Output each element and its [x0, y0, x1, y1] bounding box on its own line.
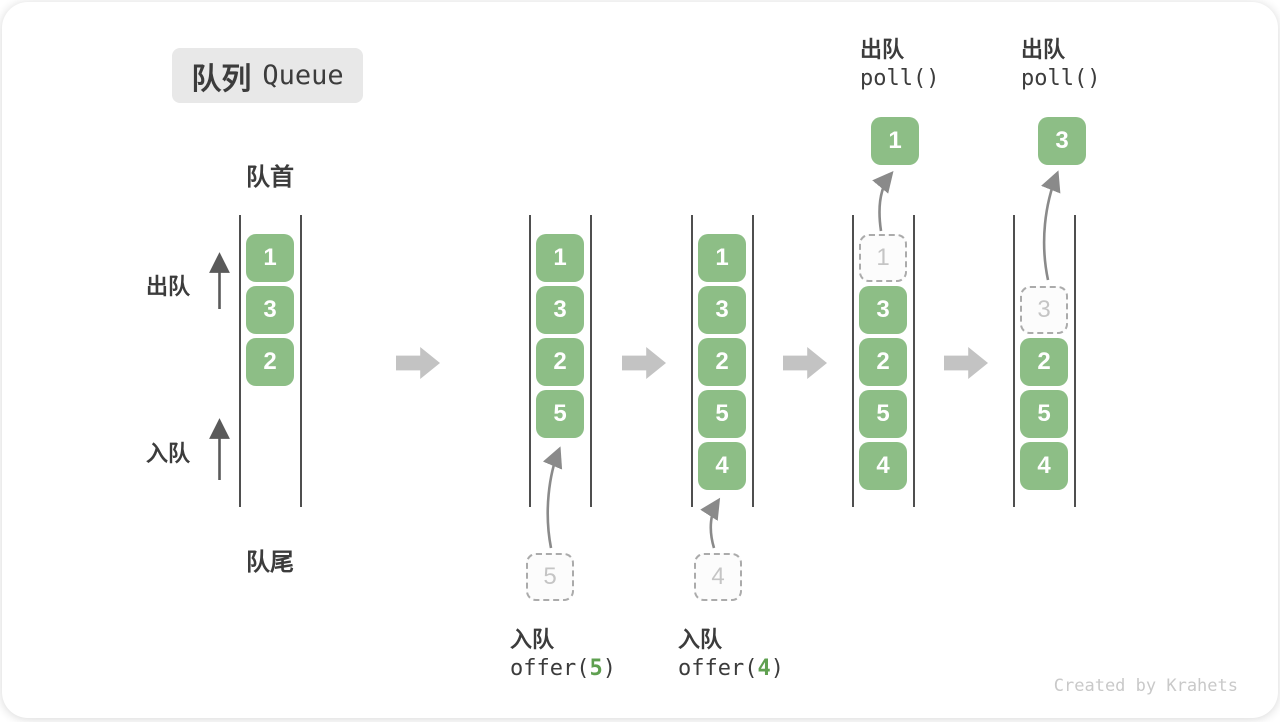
next-state-arrow-icon [622, 347, 666, 379]
queue-item: 5 [1020, 390, 1068, 438]
state1-left-rail [239, 215, 241, 507]
queue-item: 5 [698, 390, 746, 438]
code-close: ) [770, 656, 784, 681]
queue-item: 2 [536, 338, 584, 386]
watermark: Created by Krahets [1053, 676, 1238, 696]
state4-right-rail [913, 215, 915, 507]
queue-item: 2 [246, 338, 294, 386]
popped-item: 1 [871, 117, 919, 165]
dequeue-op-label: 出队 [860, 37, 905, 62]
next-state-arrow-icon [783, 347, 827, 379]
queue-item: 2 [1020, 338, 1068, 386]
queue-item: 2 [859, 338, 907, 386]
state5-left-rail [1013, 215, 1015, 507]
enqueue-side-label: 入队 [146, 441, 191, 466]
enqueue-op-label: 入队 [678, 627, 723, 652]
enqueue-op-code: offer(4) [678, 656, 784, 681]
state2-right-rail [590, 215, 592, 507]
popped-item: 3 [1038, 117, 1086, 165]
code-close: ) [602, 656, 616, 681]
title-english: Queue [262, 60, 344, 91]
dequeue-op-label: 出队 [1021, 37, 1066, 62]
queue-item: 3 [859, 286, 907, 334]
incoming-item: 5 [526, 553, 574, 601]
dequeue-op-code: poll() [1021, 66, 1101, 91]
queue-item: 1 [246, 234, 294, 282]
code-fn: offer( [510, 656, 590, 681]
dequeued-slot: 3 [1020, 286, 1068, 334]
poll3-arrow-icon [1041, 170, 1061, 281]
state1-right-rail [300, 215, 302, 507]
title-badge: 队列 Queue [172, 48, 363, 103]
queue-item: 5 [536, 390, 584, 438]
queue-item: 4 [859, 442, 907, 490]
state2-left-rail [529, 215, 531, 507]
poll1-arrow-icon [872, 171, 894, 232]
queue-item: 4 [1020, 442, 1068, 490]
queue-item: 4 [698, 442, 746, 490]
enqueue-op-code: offer(5) [510, 656, 616, 681]
incoming-item: 4 [694, 553, 742, 601]
offer4-arrow-icon [700, 497, 721, 549]
next-state-arrow-icon [944, 347, 988, 379]
dequeued-slot: 1 [859, 234, 907, 282]
state3-left-rail [691, 215, 693, 507]
next-state-arrow-icon [396, 347, 440, 379]
queue-item: 3 [246, 286, 294, 334]
code-arg: 5 [589, 656, 603, 681]
queue-item: 3 [698, 286, 746, 334]
title-chinese: 队列 [191, 62, 252, 96]
queue-item: 5 [859, 390, 907, 438]
offer5-arrow-icon [542, 446, 563, 549]
state5-right-rail [1074, 215, 1076, 507]
state3-right-rail [752, 215, 754, 507]
enqueue-op-label: 入队 [510, 627, 555, 652]
queue-item: 1 [698, 234, 746, 282]
queue-item: 2 [698, 338, 746, 386]
queue-item: 3 [536, 286, 584, 334]
queue-rear-label: 队尾 [246, 549, 294, 576]
code-fn: offer( [678, 656, 758, 681]
queue-item: 1 [536, 234, 584, 282]
state4-left-rail [852, 215, 854, 507]
dequeue-op-code: poll() [860, 66, 940, 91]
dequeue-side-label: 出队 [146, 274, 191, 299]
code-arg: 4 [757, 656, 771, 681]
queue-front-label: 队首 [246, 164, 294, 191]
